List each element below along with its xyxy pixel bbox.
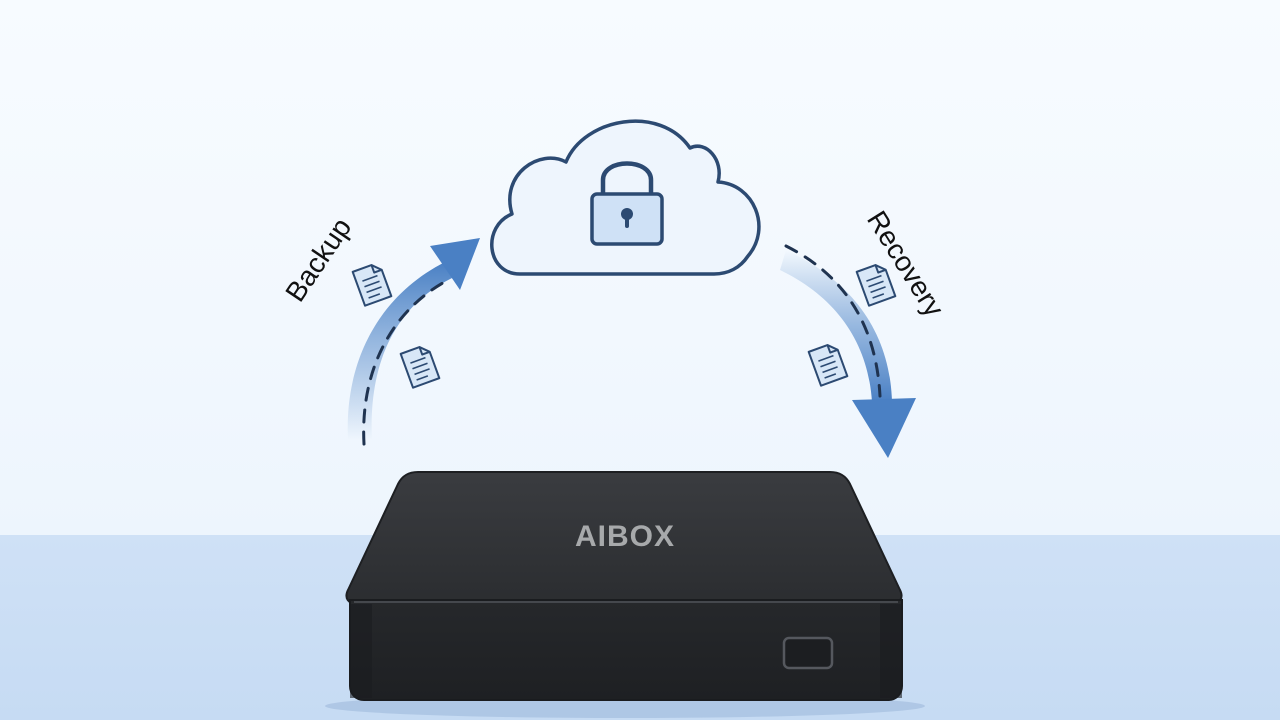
device-box <box>325 471 925 718</box>
document-icon <box>351 261 393 307</box>
document-icon <box>399 343 441 389</box>
device-port-icon <box>782 636 834 670</box>
padlock-icon <box>590 161 664 246</box>
document-icon <box>807 341 849 387</box>
backup-arrow-icon <box>347 238 480 446</box>
device-brand-label: AIBOX <box>574 520 675 553</box>
recovery-arrow-icon <box>780 244 916 458</box>
